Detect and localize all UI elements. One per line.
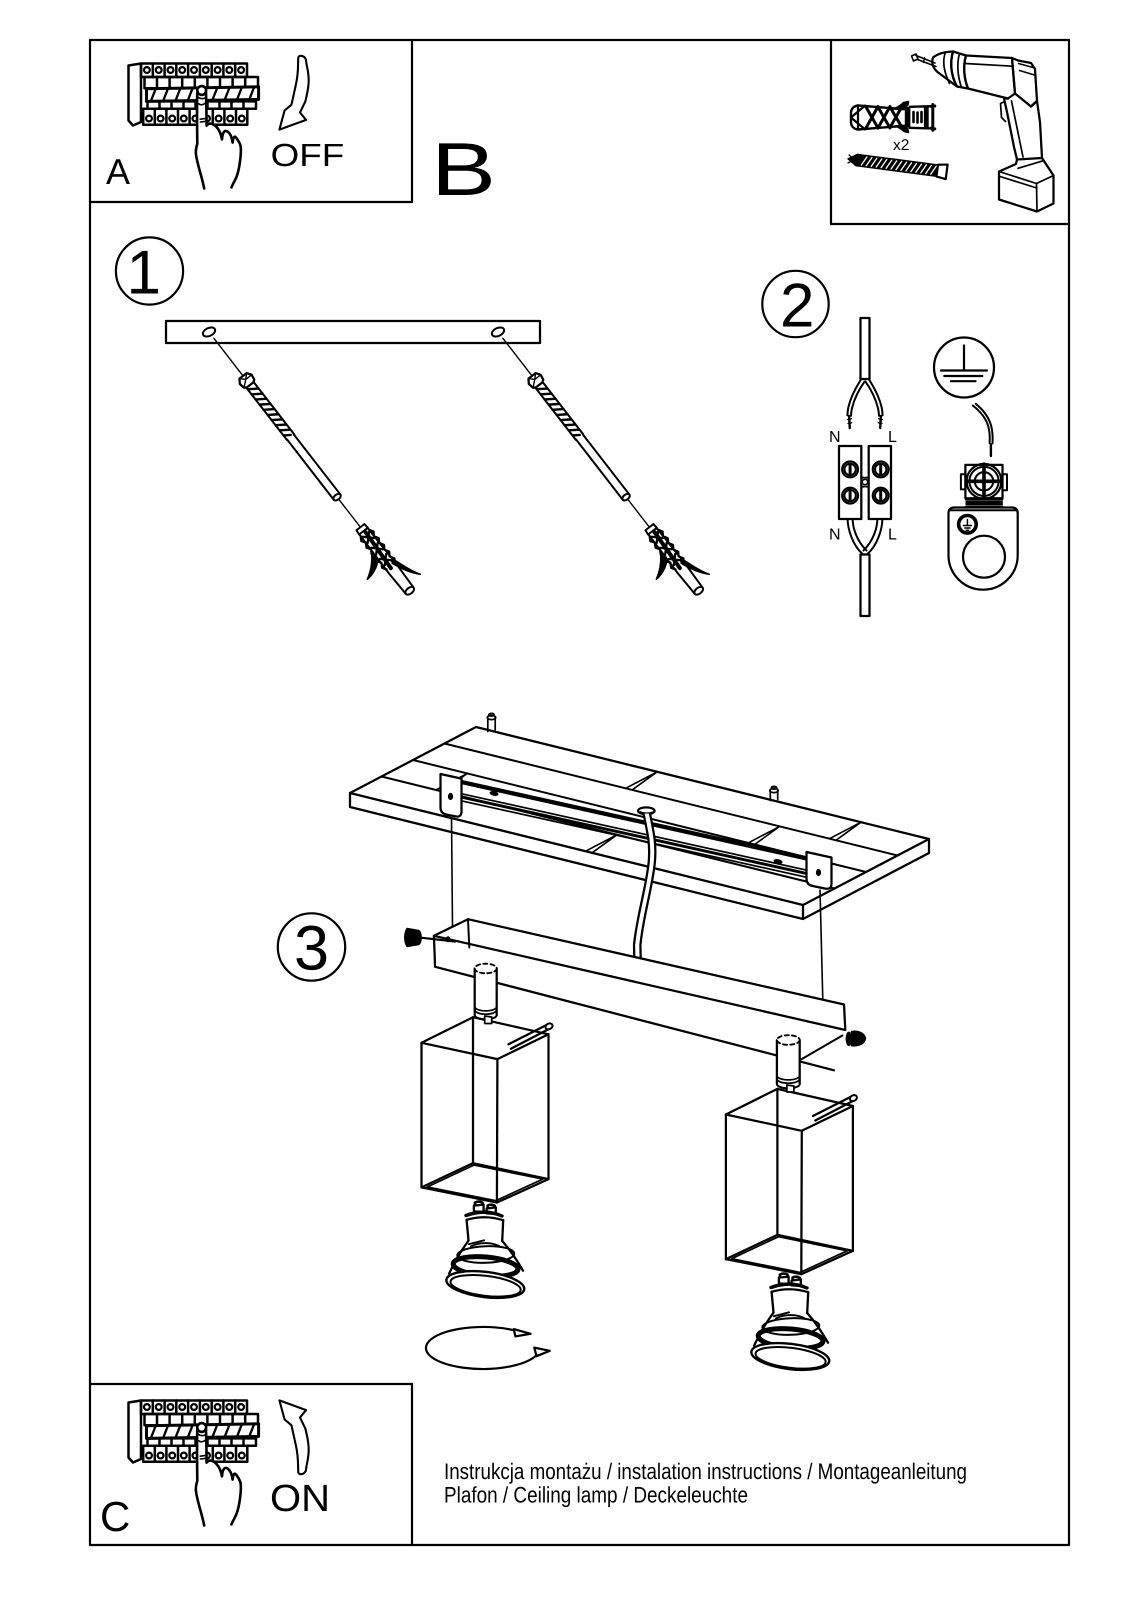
svg-text:C: C: [100, 1493, 130, 1540]
svg-text:3: 3: [294, 914, 329, 984]
svg-text:L: L: [888, 527, 897, 544]
svg-text:B: B: [431, 127, 496, 211]
svg-text:ON: ON: [270, 1478, 330, 1520]
svg-text:x2: x2: [893, 137, 909, 154]
svg-text:Instrukcja montażu / instalati: Instrukcja montażu / instalation instruc…: [444, 1459, 967, 1484]
svg-text:Plafon / Ceiling lamp / Deckel: Plafon / Ceiling lamp / Deckeleuchte: [444, 1483, 748, 1508]
svg-text:OFF: OFF: [271, 137, 345, 173]
svg-text:A: A: [106, 151, 130, 192]
svg-text:2: 2: [780, 272, 814, 341]
svg-text:L: L: [888, 429, 897, 446]
svg-text:1: 1: [127, 239, 161, 308]
svg-text:N: N: [829, 527, 841, 544]
svg-text:N: N: [829, 429, 841, 446]
